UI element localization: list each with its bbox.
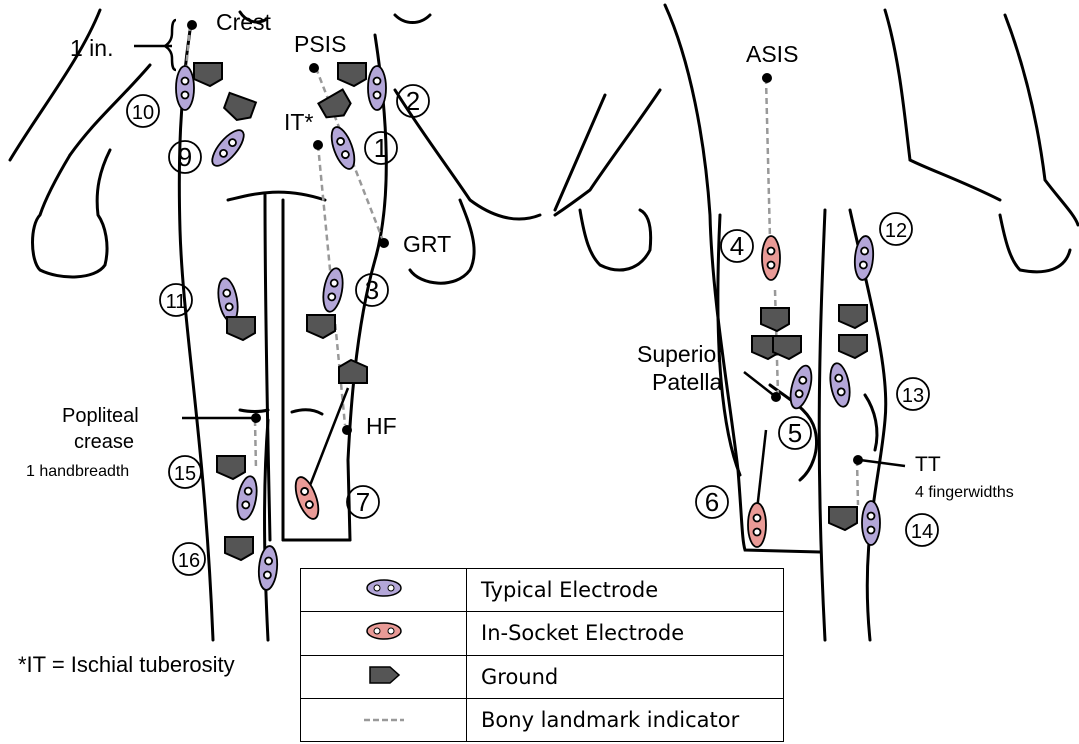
svg-text:10: 10 [132, 102, 154, 124]
legend-row: Typical Electrode [301, 569, 784, 612]
legend-label: Typical Electrode [467, 569, 784, 612]
bony-landmark-line-icon [362, 715, 406, 725]
svg-text:2: 2 [406, 86, 420, 116]
tt-dot [853, 455, 863, 465]
ground-icon [227, 317, 255, 340]
superior-patella-dot [771, 392, 781, 402]
typical-electrode [257, 545, 279, 590]
legend-label: Ground [467, 655, 784, 698]
typical-electrode [827, 362, 852, 408]
legend-label: Bony landmark indicator [467, 698, 784, 741]
site-marker-14: 14 [906, 514, 938, 546]
site-marker-1: 1 [365, 132, 397, 164]
legend: Typical Electrode In-Socket Electrode Gr… [300, 568, 784, 742]
psis-label: PSIS [294, 31, 346, 57]
superior-patella-label-2: Patella [652, 369, 723, 395]
svg-text:11: 11 [166, 291, 187, 313]
ground-icon [839, 335, 867, 358]
grt-label: GRT [403, 231, 451, 257]
site-marker-7: 7 [347, 486, 379, 518]
typical-electrode [368, 66, 386, 110]
typical-electrode [320, 267, 345, 313]
crest-dot [187, 20, 197, 30]
svg-text:5: 5 [788, 418, 802, 448]
hf-label: HF [366, 413, 397, 439]
crest-label: Crest [216, 9, 272, 35]
it-label: IT* [284, 109, 313, 135]
typical-electrode [234, 475, 259, 521]
landmark-dots [187, 20, 863, 465]
site-marker-12: 12 [880, 213, 912, 245]
svg-text:13: 13 [902, 385, 924, 407]
asis-label: ASIS [746, 41, 798, 67]
typical-electrode [327, 124, 359, 172]
svg-text:6: 6 [705, 487, 719, 517]
ground-icon [307, 315, 335, 338]
typical-electrode [787, 363, 816, 410]
ground-icon [829, 507, 857, 530]
typical-electrode [176, 66, 194, 110]
ground-icon [338, 63, 366, 86]
tt-label: TT [915, 453, 941, 476]
popliteal-dot [251, 413, 261, 423]
popliteal-label-1: Popliteal [62, 405, 139, 427]
legend-row: Ground [301, 655, 784, 698]
svg-text:14: 14 [911, 521, 933, 543]
popliteal-label-3: 1 handbreadth [26, 463, 129, 480]
ground-icon [339, 360, 367, 383]
psis-dot [309, 63, 319, 73]
insocket-electrode [291, 474, 323, 522]
svg-text:16: 16 [178, 550, 200, 572]
insocket-electrode-icon [364, 621, 404, 641]
superior-patella-label-1: Superior [637, 341, 724, 367]
ground-icon [225, 537, 253, 560]
site-marker-6: 6 [696, 486, 728, 518]
ground-icon [761, 308, 789, 331]
footnote: *IT = Ischial tuberosity [18, 652, 235, 678]
ground-icon [222, 93, 256, 124]
grt-dot [379, 238, 389, 248]
insocket-electrode [748, 503, 766, 547]
legend-label: In-Socket Electrode [467, 612, 784, 655]
anterior-body-outline [555, 5, 1078, 640]
typical-electrode [862, 501, 880, 545]
svg-text:7: 7 [356, 487, 370, 517]
ground-icon [217, 456, 245, 479]
site-marker-4: 4 [721, 230, 753, 262]
site-marker-11: 11 [160, 284, 192, 316]
landmark-lines [186, 25, 858, 505]
svg-text:4: 4 [730, 231, 744, 261]
legend-row: In-Socket Electrode [301, 612, 784, 655]
ground-icon [364, 663, 404, 687]
site-marker-16: 16 [173, 543, 205, 575]
svg-text:9: 9 [178, 142, 192, 172]
site-marker-3: 3 [356, 274, 388, 306]
svg-text:15: 15 [174, 463, 196, 485]
site-marker-10: 10 [127, 95, 159, 127]
typical-electrode-icon [364, 578, 404, 598]
site-marker-9: 9 [169, 141, 201, 173]
insocket-electrode [762, 236, 780, 280]
tt-sub-label: 4 fingerwidths [915, 484, 1014, 501]
asis-dot [762, 73, 772, 83]
site-marker-15: 15 [169, 456, 201, 488]
svg-text:1: 1 [374, 133, 388, 163]
site-marker-13: 13 [897, 378, 929, 410]
site-marker-5: 5 [779, 417, 811, 449]
svg-text:3: 3 [365, 275, 379, 305]
ground-icon [194, 63, 222, 86]
one-inch-label: 1 in. [70, 35, 113, 61]
ground-icon [839, 305, 867, 328]
legend-row: Bony landmark indicator [301, 698, 784, 741]
typical-electrode [207, 125, 249, 170]
hf-dot [342, 425, 352, 435]
posterior-body-outline [10, 10, 540, 640]
it-dot [313, 140, 323, 150]
popliteal-label-2: crease [74, 431, 134, 453]
svg-text:12: 12 [885, 220, 907, 242]
